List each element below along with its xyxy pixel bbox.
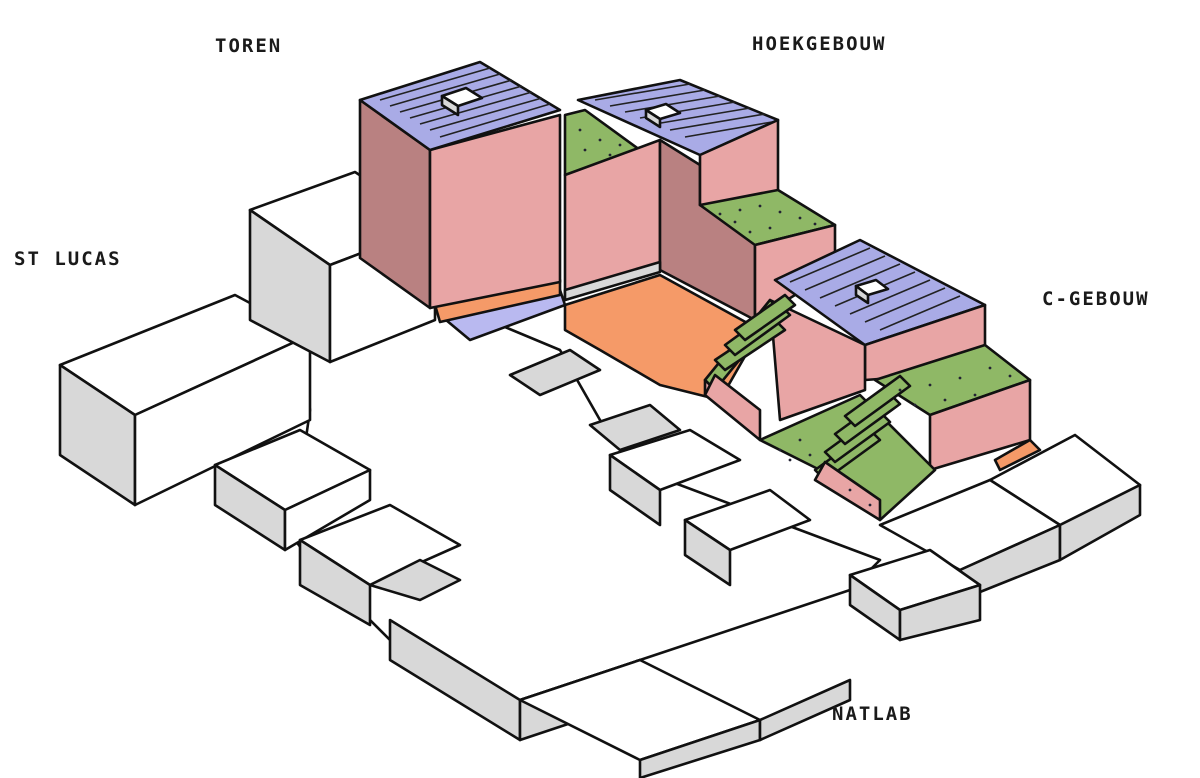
orange-ground-plane	[563, 273, 762, 402]
label-toren: TOREN	[215, 35, 283, 57]
toren-building	[358, 60, 562, 310]
connector-blocks	[848, 433, 1142, 642]
label-c-gebouw: C-GEBOUW	[1042, 288, 1150, 310]
label-hoekgebouw: HOEKGEBOUW	[752, 33, 887, 55]
hoekgebouw-building	[563, 78, 837, 322]
natlab-base-volume	[278, 298, 882, 778]
courtyard-blocks	[213, 348, 812, 627]
label-natlab: NATLAB	[832, 703, 913, 725]
label-st-lucas: ST LUCAS	[14, 248, 122, 270]
c-gebouw-building	[703, 238, 1042, 522]
